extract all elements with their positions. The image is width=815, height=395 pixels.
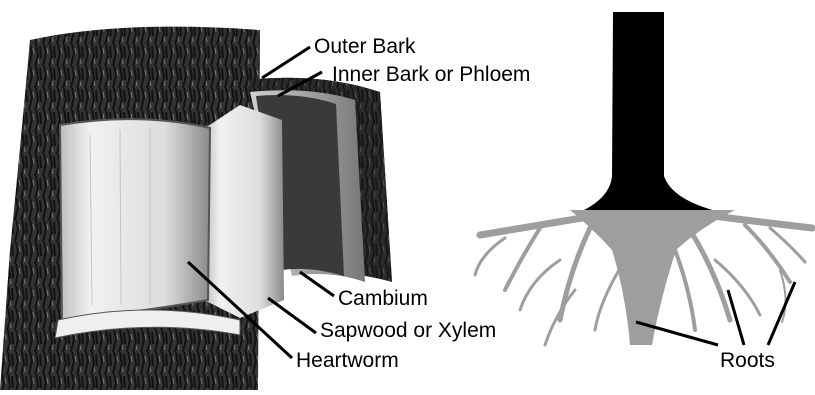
label-cambium: Cambium [338, 288, 428, 309]
label-outer-bark: Outer Bark [314, 36, 416, 57]
leader-sapwood [268, 298, 316, 333]
leader-roots-3 [768, 282, 795, 345]
label-sapwood: Sapwood or Xylem [320, 320, 496, 341]
heartwood-panel [60, 119, 210, 320]
label-inner-bark: Inner Bark or Phloem [332, 64, 530, 85]
leader-outer-bark [262, 47, 310, 78]
label-heartwood: Heartworm [296, 350, 399, 371]
leader-cambium [300, 272, 334, 296]
roots-illustration [475, 12, 812, 345]
label-roots: Roots [720, 350, 775, 371]
tree-trunk [580, 12, 720, 212]
